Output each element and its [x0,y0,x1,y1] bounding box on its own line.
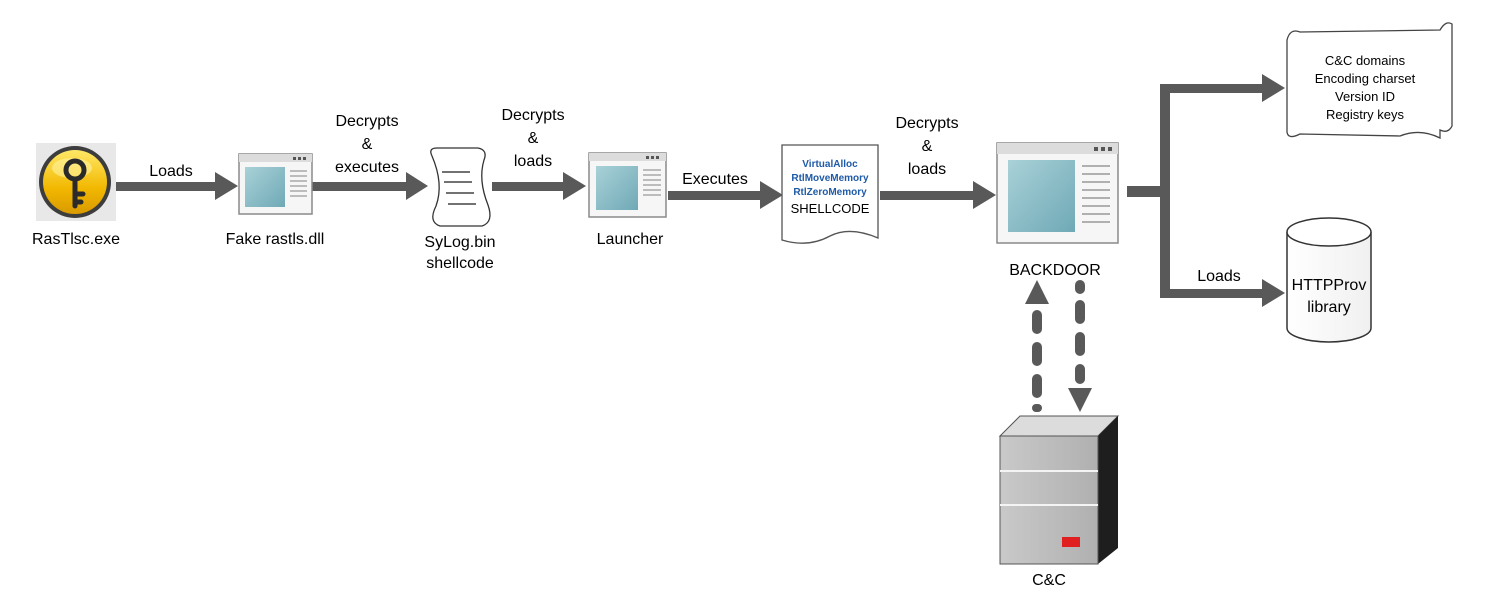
api-call-2: RtlMoveMemory [791,173,869,184]
edge-label-loads-1: Loads [149,163,193,180]
node-label-sylog-1: SyLog.bin [424,234,495,251]
edge-label-decrypts-loads-2a: Decrypts [895,115,958,132]
edge-label-decrypts-executes-3: executes [335,159,399,176]
arrow-backdoor-to-cc [1025,280,1049,412]
edge-label-executes: Executes [682,171,748,188]
node-label-sylog-2: shellcode [426,255,494,272]
arrow-decrypts-executes [312,172,428,200]
node-label-cc: C&C [1032,572,1066,589]
node-label-fake-dll: Fake rastls.dll [226,231,325,248]
config-line-4: Registry keys [1326,107,1405,122]
arrow-loads-1 [115,172,238,200]
window-icon [996,142,1119,244]
node-label-httpprov-2: library [1307,299,1351,316]
arrow-decrypts-loads-2 [880,181,996,209]
node-label-shellcode: SHELLCODE [791,201,870,216]
edge-label-decrypts-executes-1: Decrypts [335,113,398,130]
edge-label-decrypts-executes-2: & [362,136,373,153]
window-icon [238,153,313,215]
config-line-2: Encoding charset [1315,71,1416,86]
cylinder-icon [1286,217,1372,343]
edge-label-loads-2: Loads [1197,268,1241,285]
arrow-cc-to-backdoor [1068,280,1092,412]
arrow-decrypts-loads-1 [492,172,586,200]
server-led [1062,537,1080,547]
node-label-launcher: Launcher [597,231,664,248]
banner-icon [1286,22,1453,140]
edge-label-decrypts-loads-2b: & [922,138,933,155]
node-label-rastlsc: RasTlsc.exe [32,231,120,248]
scroll-icon [430,147,491,227]
arrow-branch [1127,74,1285,307]
node-label-backdoor: BACKDOOR [1009,262,1101,279]
arrow-executes [668,181,783,209]
api-call-3: RtlZeroMemory [793,187,867,198]
edge-label-decrypts-loads-1a: Decrypts [501,107,564,124]
document-icon [781,144,879,244]
edge-label-decrypts-loads-1b: & [528,130,539,147]
config-line-1: C&C domains [1325,53,1406,68]
key-icon [36,143,116,221]
node-label-httpprov-1: HTTPProv [1292,277,1367,294]
api-call-1: VirtualAlloc [802,159,858,170]
window-icon [588,152,667,218]
edge-label-decrypts-loads-1c: loads [514,153,552,170]
edge-label-decrypts-loads-2c: loads [908,161,946,178]
config-line-3: Version ID [1335,89,1395,104]
server-icon [998,415,1120,565]
